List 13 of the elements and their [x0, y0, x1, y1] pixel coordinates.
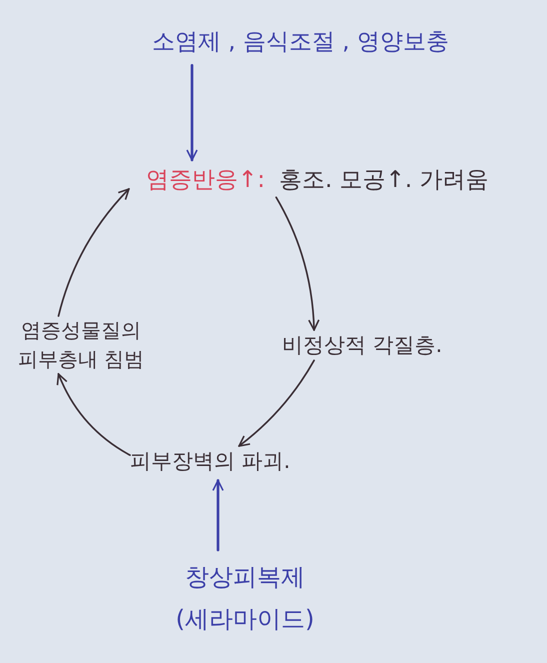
remedy-text: 소염제 , 음식조절 , 영양보충: [152, 26, 449, 60]
symptom-text: 홍조. 모공↑. 가려움: [279, 167, 489, 193]
step-text: 염증성물질의 피부층내 침범: [6, 316, 156, 374]
arrow: [238, 360, 315, 447]
arrow: [212, 479, 224, 552]
reaction-text: 염증반응↑:: [146, 167, 266, 193]
arrow: [275, 196, 320, 331]
remedy-text: 창상피복제 (세라마이드): [150, 556, 340, 640]
arrow: [56, 373, 131, 456]
step-text: 비정상적 각질층.: [282, 330, 442, 360]
arrow: [58, 188, 130, 317]
step-text: 피부장벽의 파괴.: [130, 446, 290, 476]
arrow: [186, 64, 198, 162]
